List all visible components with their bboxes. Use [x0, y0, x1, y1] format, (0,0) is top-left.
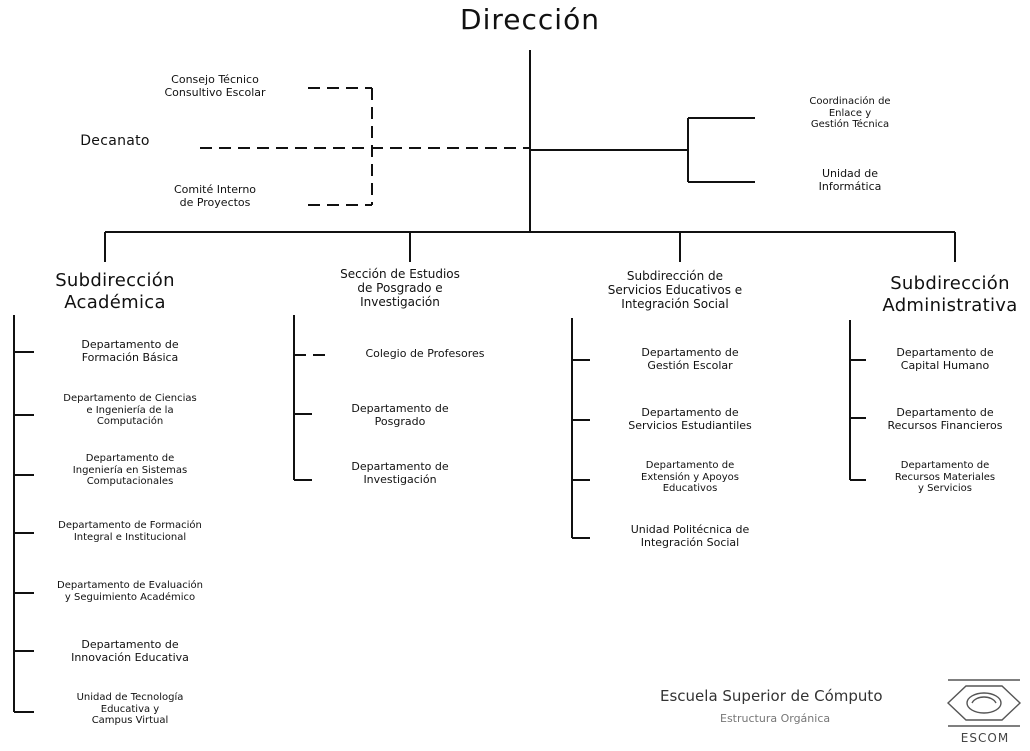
- coordinacion-enlace-label: Coordinación de Enlace y Gestión Técnica: [809, 96, 891, 130]
- dept-recursos-financieros: Departamento de Recursos Financieros: [887, 406, 1003, 432]
- branch-subdireccion-administrativa: Subdirección Administrativa: [882, 273, 1018, 316]
- unidad-tecnologia-educativa: Unidad de Tecnología Educativa y Campus …: [76, 692, 184, 726]
- dept-formacion-basica: Departamento de Formación Básica: [81, 338, 179, 364]
- branch-servicios-educativos: Subdirección de Servicios Educativos e I…: [607, 269, 743, 311]
- dept-evaluacion-seguimiento: Departamento de Evaluación y Seguimiento…: [57, 580, 203, 603]
- dept-extension-apoyos: Departamento de Extensión y Apoyos Educa…: [641, 460, 739, 494]
- structure-subtitle: Estructura Orgánica: [720, 712, 831, 725]
- dept-formacion-integral: Departamento de Formación Integral e Ins…: [58, 520, 202, 543]
- unidad-politecnica-integracion: Unidad Politécnica de Integración Social: [630, 523, 750, 549]
- school-name: Escuela Superior de Cómputo: [660, 687, 883, 705]
- colegio-profesores: Colegio de Profesores: [365, 347, 485, 360]
- escom-logo: [946, 679, 1022, 727]
- comite-interno-label: Comité Interno de Proyectos: [173, 183, 257, 209]
- branch-subdireccion-academica: Subdirección Académica: [55, 270, 175, 313]
- dept-investigacion: Departamento de Investigación: [351, 460, 449, 486]
- dept-ingenieria-sistemas: Departamento de Ingeniería en Sistemas C…: [72, 453, 188, 487]
- page-title: Dirección: [460, 3, 600, 36]
- dept-recursos-materiales: Departamento de Recursos Materiales y Se…: [894, 460, 996, 494]
- dept-ciencias-ingenieria-computacion: Departamento de Ciencias e Ingeniería de…: [63, 393, 197, 427]
- dept-posgrado: Departamento de Posgrado: [351, 402, 449, 428]
- decanato-label: Decanato: [80, 133, 150, 149]
- dept-capital-humano: Departamento de Capital Humano: [896, 346, 994, 372]
- consejo-tecnico-label: Consejo Técnico Consultivo Escolar: [164, 73, 266, 99]
- escom-logo-text: ESCOM: [960, 731, 1010, 745]
- dept-gestion-escolar: Departamento de Gestión Escolar: [641, 346, 739, 372]
- dept-servicios-estudiantiles: Departamento de Servicios Estudiantiles: [628, 406, 752, 432]
- dept-innovacion-educativa: Departamento de Innovación Educativa: [71, 638, 189, 664]
- unidad-informatica-label: Unidad de Informática: [818, 167, 882, 193]
- branch-posgrado-investigacion: Sección de Estudios de Posgrado e Invest…: [340, 267, 460, 309]
